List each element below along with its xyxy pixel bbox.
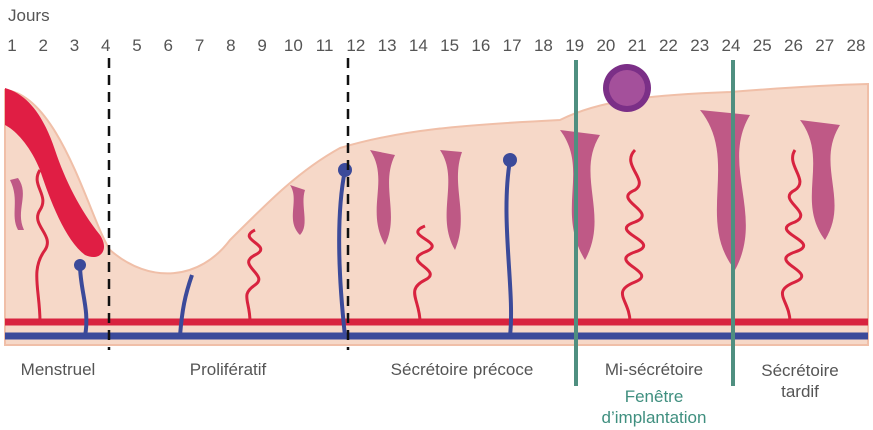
day-number: 22 (659, 36, 678, 56)
day-number: 12 (346, 36, 365, 56)
implantation-window-label: Fenêtre d’implantation (602, 386, 707, 428)
vein-node (503, 153, 517, 167)
day-number: 14 (409, 36, 428, 56)
day-number: 10 (284, 36, 303, 56)
day-number: 6 (164, 36, 173, 56)
days-axis-label: Jours (8, 6, 50, 26)
day-number: 23 (690, 36, 709, 56)
phase-early-secretory: Sécrétoire précoce (391, 360, 534, 380)
day-number: 5 (132, 36, 141, 56)
phase-proliferative: Prolifératif (190, 360, 267, 380)
day-number: 4 (101, 36, 110, 56)
phase-mid-secretory: Mi-sécrétoire (605, 360, 703, 380)
day-number: 21 (628, 36, 647, 56)
day-number: 19 (565, 36, 584, 56)
day-number: 1 (7, 36, 16, 56)
day-number: 3 (70, 36, 79, 56)
day-number: 15 (440, 36, 459, 56)
phase-late-secretory-line2: tardif (761, 381, 838, 402)
day-number: 13 (378, 36, 397, 56)
phase-menstrual: Menstruel (21, 360, 96, 380)
day-number: 8 (226, 36, 235, 56)
day-number: 9 (257, 36, 266, 56)
day-number: 7 (195, 36, 204, 56)
day-number: 25 (753, 36, 772, 56)
day-number: 20 (596, 36, 615, 56)
implantation-window-line1: Fenêtre (602, 386, 707, 407)
vein-node (338, 163, 352, 177)
day-number: 26 (784, 36, 803, 56)
phase-late-secretory-line1: Sécrétoire (761, 360, 838, 381)
day-number: 18 (534, 36, 553, 56)
day-number: 24 (721, 36, 740, 56)
implantation-window-line2: d’implantation (602, 407, 707, 428)
day-number: 2 (39, 36, 48, 56)
day-number: 27 (815, 36, 834, 56)
vein-node (74, 259, 86, 271)
day-number: 16 (471, 36, 490, 56)
day-number: 11 (316, 36, 334, 56)
day-number: 28 (847, 36, 866, 56)
embryo-inner (609, 70, 645, 106)
day-number: 17 (503, 36, 522, 56)
phase-late-secretory: Sécrétoire tardif (761, 360, 838, 402)
